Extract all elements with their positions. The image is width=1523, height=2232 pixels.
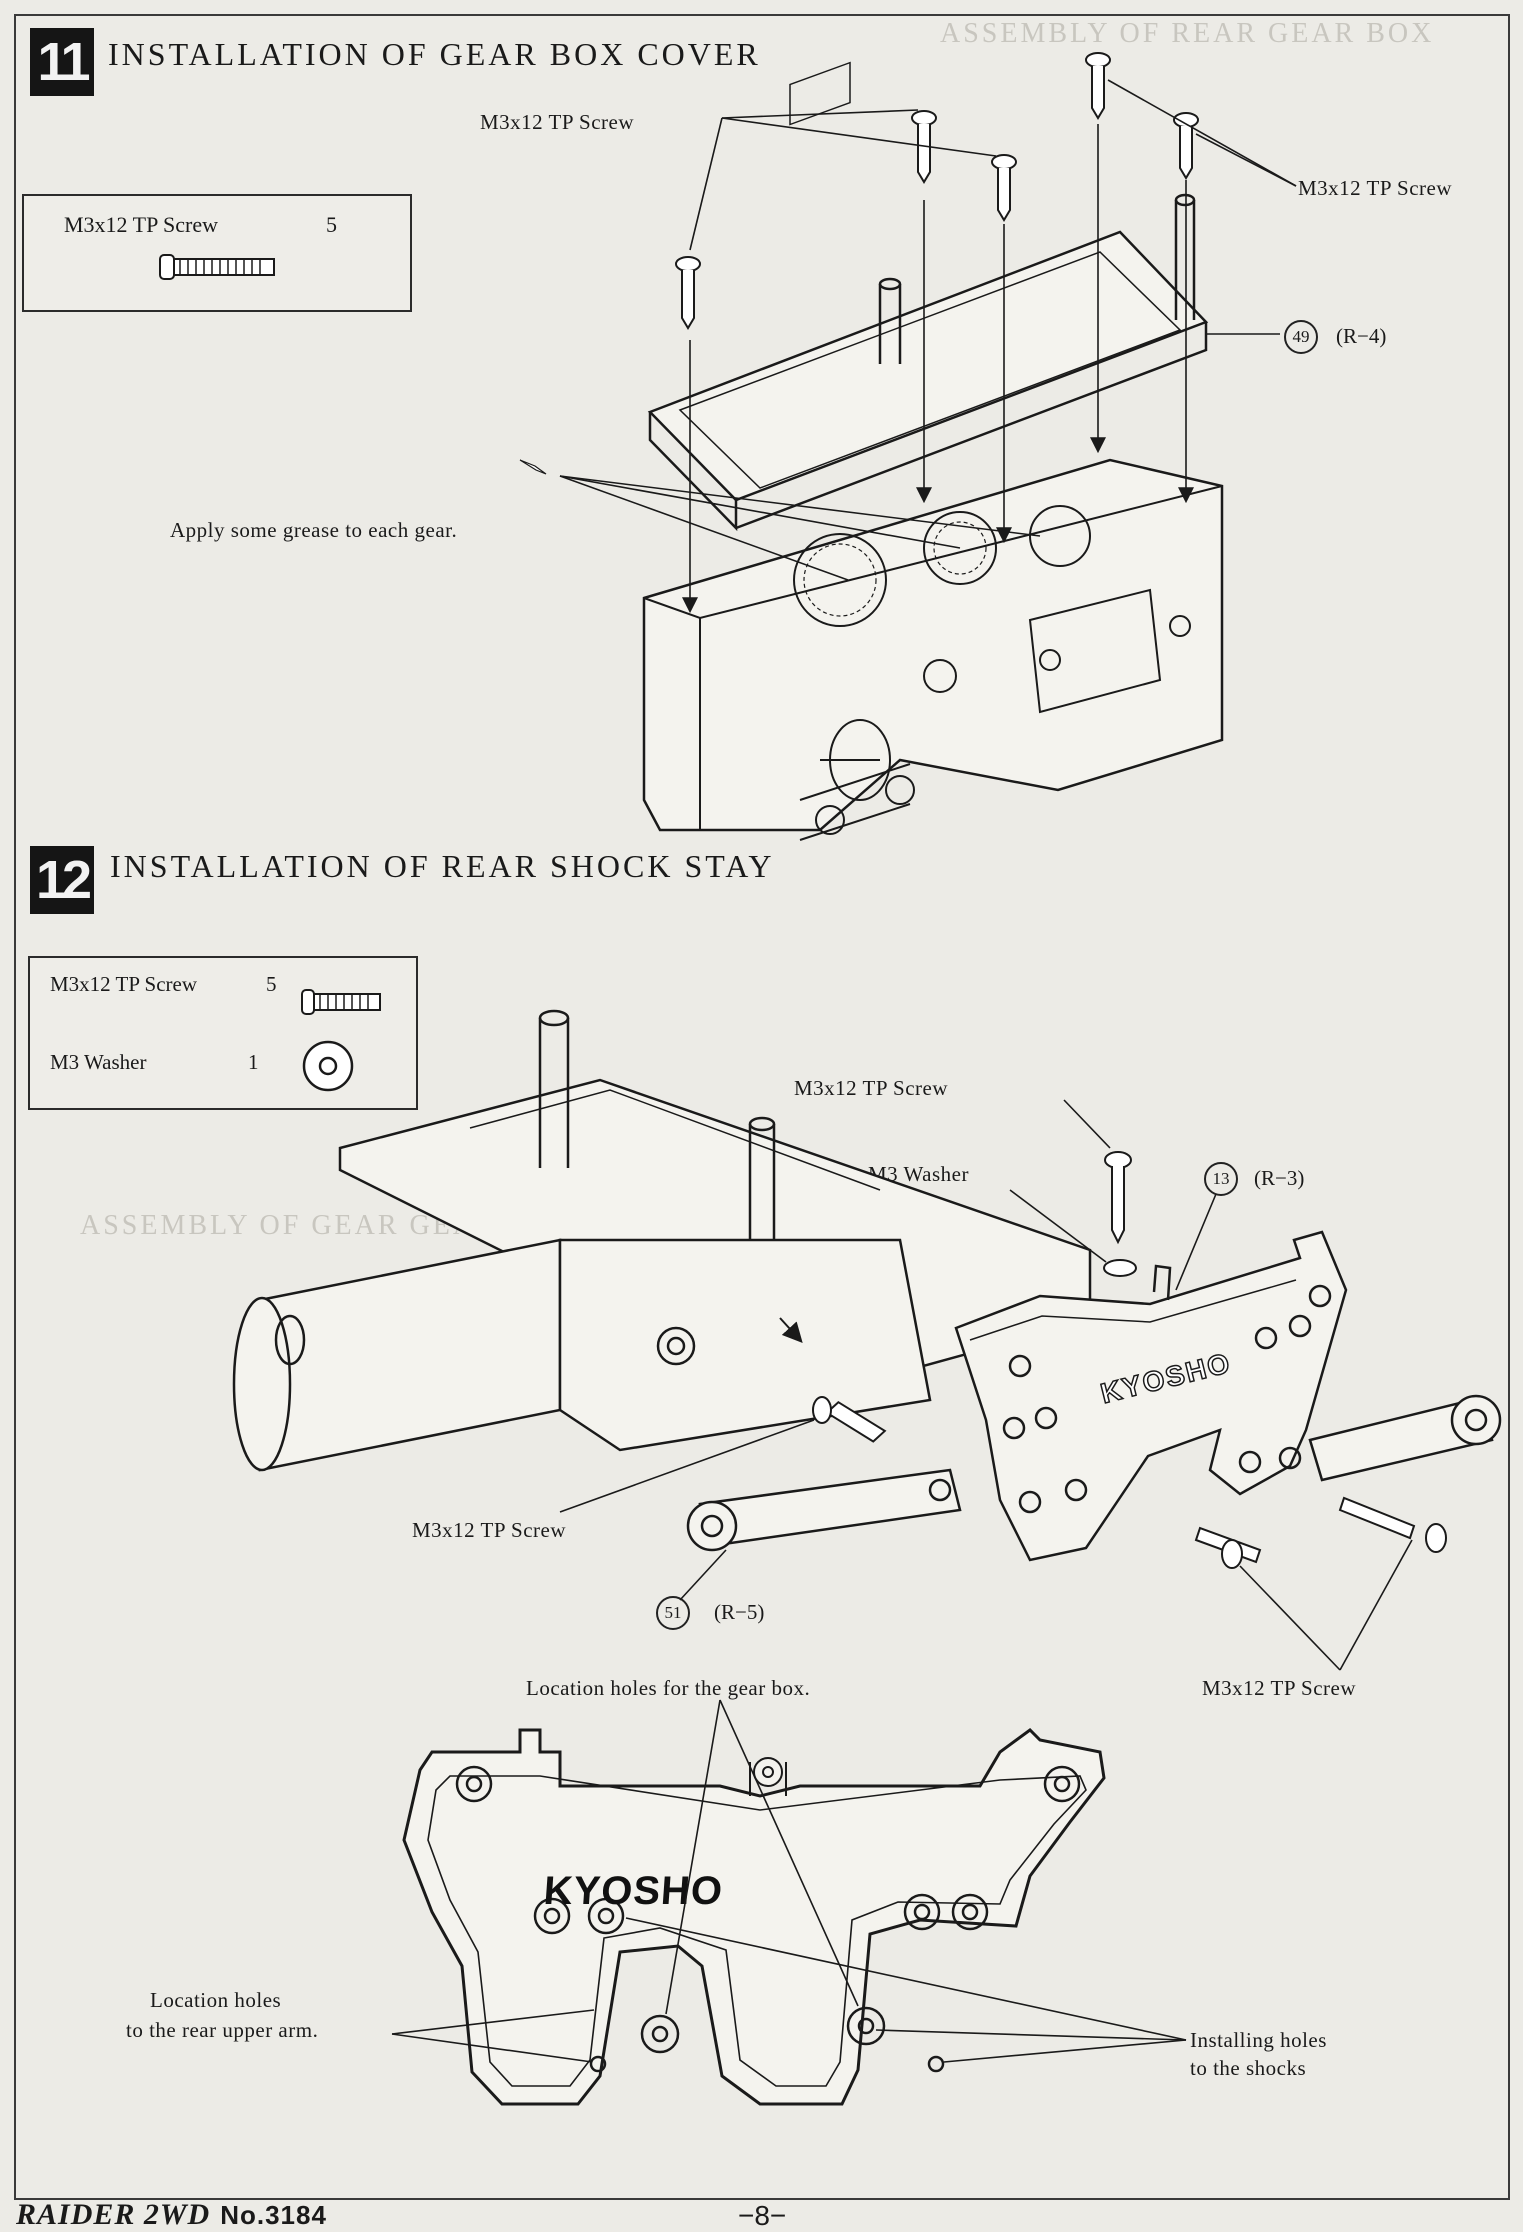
- label-screw-upper: M3x12 TP Screw: [794, 1076, 948, 1100]
- gearbox-housing-drawing: [642, 458, 1224, 841]
- detail-logo: KYOSHO: [542, 1869, 724, 1913]
- label-screw-top: M3x12 TP Screw: [480, 110, 634, 134]
- part-51-ref: (R−5): [714, 1600, 765, 1624]
- parts-screw-icon: [159, 254, 275, 280]
- tp-screw-icon: [675, 52, 1199, 330]
- label-screw-right: M3x12 TP Screw: [1298, 176, 1452, 200]
- page-number: −8−: [738, 2200, 787, 2231]
- part-name: M3x12 TP Screw: [64, 212, 218, 237]
- part-name: M3 Washer: [50, 1050, 147, 1074]
- ghost-title-top: ASSEMBLY OF REAR GEAR BOX: [940, 18, 1435, 49]
- label-location-gearbox: Location holes for the gear box.: [526, 1676, 811, 1700]
- leader-lines-step11: [519, 79, 1297, 614]
- leader-lines-step12: [559, 1099, 1413, 1671]
- step-12-number: 12: [30, 846, 94, 914]
- shock-stay-drawing: [954, 1230, 1502, 1562]
- gearbox-cover-drawing: [647, 61, 1209, 532]
- label-shocks-2: to the shocks: [1190, 2056, 1307, 2080]
- label-location-arm-1: Location holes: [150, 1988, 282, 2012]
- parts-washer-icon: [302, 1040, 354, 1092]
- step-12-title: INSTALLATION OF REAR SHOCK STAY: [110, 848, 775, 884]
- model-number: No.3184: [220, 2200, 327, 2230]
- tp-screw-icon: [812, 1151, 1447, 1569]
- part-name: M3x12 TP Screw: [50, 972, 197, 996]
- part-qty: 5: [326, 212, 337, 237]
- step-11-parts-box: M3x12 TP Screw 5: [22, 194, 412, 312]
- shock-stay-detail: [402, 1728, 1106, 2106]
- part-13-ref: (R−3): [1254, 1166, 1305, 1190]
- label-location-arm-2: to the rear upper arm.: [126, 2018, 319, 2042]
- label-shocks-1: Installing holes: [1190, 2028, 1327, 2052]
- part-qty: 5: [266, 972, 277, 996]
- part-49-ref: (R−4): [1336, 324, 1387, 348]
- part-51-badge: 51: [656, 1596, 690, 1630]
- part-49-badge: 49: [1284, 320, 1318, 354]
- label-grease: Apply some grease to each gear.: [170, 518, 458, 542]
- step-11-title: INSTALLATION OF GEAR BOX COVER: [108, 36, 761, 72]
- part-qty: 1: [248, 1050, 259, 1074]
- label-screw-left: M3x12 TP Screw: [412, 1518, 566, 1542]
- product-name: RAIDER 2WD: [16, 2198, 211, 2231]
- label-screw-right: M3x12 TP Screw: [1202, 1676, 1356, 1700]
- step-12-parts-box: M3x12 TP Screw 5 M3 Washer 1: [28, 956, 418, 1110]
- page-frame: [14, 14, 1510, 2200]
- part-13-badge: 13: [1204, 1162, 1238, 1196]
- step-11-number: 11: [30, 28, 94, 96]
- leader-lines-detail: [391, 1699, 1187, 2063]
- chassis-drawing: [232, 1009, 1092, 1552]
- parts-screw-icon: [301, 989, 381, 1015]
- footer-product: RAIDER 2WD No.3184: [16, 2198, 327, 2232]
